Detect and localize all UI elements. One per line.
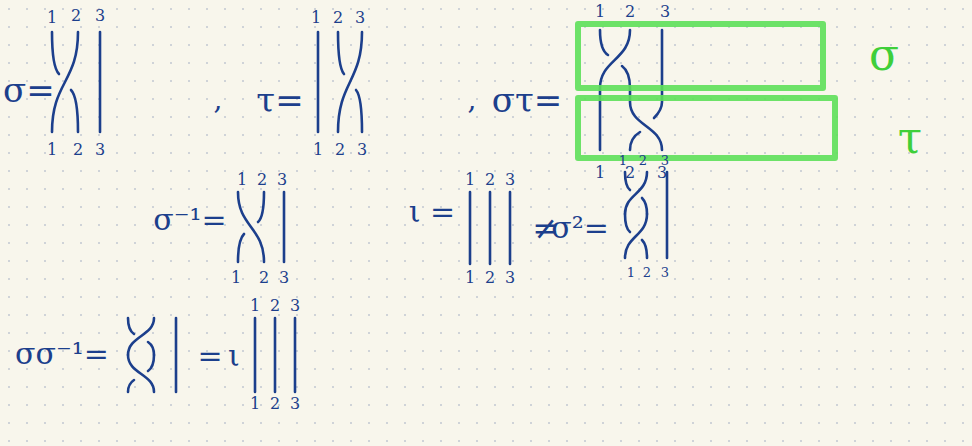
braid-strand bbox=[338, 32, 344, 74]
braid-equation: = bbox=[197, 341, 222, 371]
braid-strand bbox=[175, 318, 178, 392]
strand-number: 3 bbox=[95, 8, 105, 24]
strand-number: 2 bbox=[639, 154, 647, 167]
braid-strand bbox=[654, 30, 662, 118]
strand-number: 1 bbox=[47, 10, 57, 26]
strand-number: 2 bbox=[485, 270, 495, 286]
strand-number: 3 bbox=[277, 172, 287, 188]
braid-strand bbox=[52, 32, 59, 74]
braid-strand bbox=[625, 214, 630, 232]
strand-number: 2 bbox=[257, 172, 267, 188]
strand-number: 1 bbox=[619, 154, 627, 167]
braid-equation: ι = bbox=[409, 197, 455, 227]
braid-strand bbox=[148, 355, 154, 371]
braid-strand bbox=[317, 32, 320, 132]
strand-number: 1 bbox=[465, 172, 475, 188]
strand-number: 2 bbox=[270, 298, 280, 314]
braid-strand bbox=[625, 214, 647, 258]
strand-number: 2 bbox=[335, 142, 345, 158]
highlight-box bbox=[578, 98, 835, 158]
strand-number: 1 bbox=[250, 396, 260, 412]
strand-number: 1 bbox=[250, 298, 260, 314]
braid-equation: τ= bbox=[256, 83, 303, 117]
braid-strand bbox=[283, 192, 286, 262]
braid-strand bbox=[642, 240, 647, 258]
strand-number: 3 bbox=[505, 172, 515, 188]
strand-number: 2 bbox=[625, 4, 635, 20]
strand-number: 1 bbox=[313, 142, 323, 158]
strand-number: 2 bbox=[485, 172, 495, 188]
strand-number: 1 bbox=[311, 10, 321, 26]
strand-number: 3 bbox=[661, 266, 669, 279]
strand-number: 3 bbox=[661, 154, 669, 167]
strand-number: 1 bbox=[627, 266, 635, 279]
braid-strand bbox=[356, 90, 362, 132]
strand-number: 1 bbox=[47, 142, 57, 158]
strand-number: 1 bbox=[231, 270, 241, 286]
strand-number: 1 bbox=[595, 165, 605, 181]
strand-number: 3 bbox=[357, 142, 367, 158]
braid-strand bbox=[666, 172, 669, 258]
braid-strand bbox=[128, 318, 154, 355]
strand-number: 2 bbox=[73, 142, 83, 158]
braid-equation: σ²= bbox=[551, 213, 609, 243]
strand-number: 3 bbox=[279, 270, 289, 286]
strand-number: 2 bbox=[643, 266, 651, 279]
strand-number: 1 bbox=[237, 172, 247, 188]
braid-strand bbox=[52, 32, 78, 132]
strand-number: 3 bbox=[660, 4, 670, 20]
strand-number: 3 bbox=[355, 10, 365, 26]
highlight-box bbox=[578, 24, 823, 88]
strand-number: 2 bbox=[333, 10, 343, 26]
braid-equation: σ= bbox=[3, 73, 55, 107]
strand-number: 3 bbox=[95, 142, 105, 158]
braid-strand bbox=[128, 318, 134, 334]
braid-strand bbox=[642, 198, 647, 214]
strand-number: 1 bbox=[465, 270, 475, 286]
braid-strand bbox=[630, 132, 640, 150]
braid-strand bbox=[600, 30, 608, 55]
braid-equation: , bbox=[468, 86, 477, 114]
strand-number: 3 bbox=[290, 298, 300, 314]
strand-number: 2 bbox=[259, 270, 269, 286]
braid-equation: σσ⁻¹= bbox=[15, 339, 109, 369]
strand-number: 3 bbox=[657, 165, 667, 181]
braid-strand bbox=[470, 192, 510, 264]
braid-strand bbox=[258, 192, 264, 222]
braid-equation: σ⁻¹= bbox=[153, 205, 226, 235]
braid-equation: τ bbox=[898, 116, 922, 160]
braid-strand bbox=[148, 342, 154, 355]
strand-number: 1 bbox=[595, 4, 605, 20]
strand-number: 2 bbox=[270, 396, 280, 412]
braid-strand bbox=[99, 32, 102, 132]
braid-strand bbox=[622, 66, 662, 150]
braid-equation: ι bbox=[228, 341, 240, 371]
braid-strand bbox=[238, 192, 264, 262]
braid-equation: σ bbox=[869, 33, 899, 77]
braid-strand bbox=[128, 355, 154, 392]
braid-strand bbox=[255, 318, 295, 392]
braid-strand bbox=[238, 234, 244, 262]
braid-strand bbox=[338, 32, 362, 132]
strand-number: 2 bbox=[71, 8, 81, 24]
braid-equation: , bbox=[214, 86, 223, 114]
braid-strand bbox=[71, 90, 78, 132]
strand-number: 3 bbox=[290, 396, 300, 412]
braid-equation: στ= bbox=[492, 83, 563, 117]
strand-number: 3 bbox=[505, 270, 515, 286]
braid-strand bbox=[128, 380, 134, 392]
strand-number: 2 bbox=[625, 165, 635, 181]
